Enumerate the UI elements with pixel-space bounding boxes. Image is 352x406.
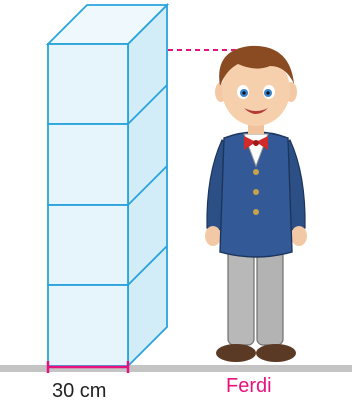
- width-measure: [46, 361, 130, 373]
- cube-front-2: [47, 123, 129, 206]
- jacket-button: [253, 189, 259, 195]
- cube-edge: [127, 165, 168, 206]
- width-label: 30 cm: [52, 380, 106, 402]
- cube-edge: [127, 84, 168, 125]
- shoe-right: [256, 344, 296, 362]
- face: [222, 54, 290, 126]
- bow-tie: [244, 136, 268, 150]
- jacket-button: [253, 209, 259, 215]
- jacket-button: [253, 169, 259, 175]
- cube-edge: [127, 245, 168, 286]
- name-label: Ferdi: [226, 375, 272, 397]
- cube-front-4: [47, 284, 129, 367]
- cube-front-1: [47, 43, 129, 125]
- smile: [244, 108, 268, 114]
- cube-front-3: [47, 204, 129, 286]
- shoe-left: [216, 344, 256, 362]
- ground-line: [0, 365, 352, 372]
- trouser-leg-right: [256, 244, 284, 346]
- trouser-leg-left: [227, 244, 255, 346]
- cube-tower: [45, 2, 170, 369]
- hand-right: [291, 226, 307, 246]
- hair: [219, 45, 294, 86]
- boy-figure: [205, 45, 307, 362]
- hand-left: [205, 226, 221, 246]
